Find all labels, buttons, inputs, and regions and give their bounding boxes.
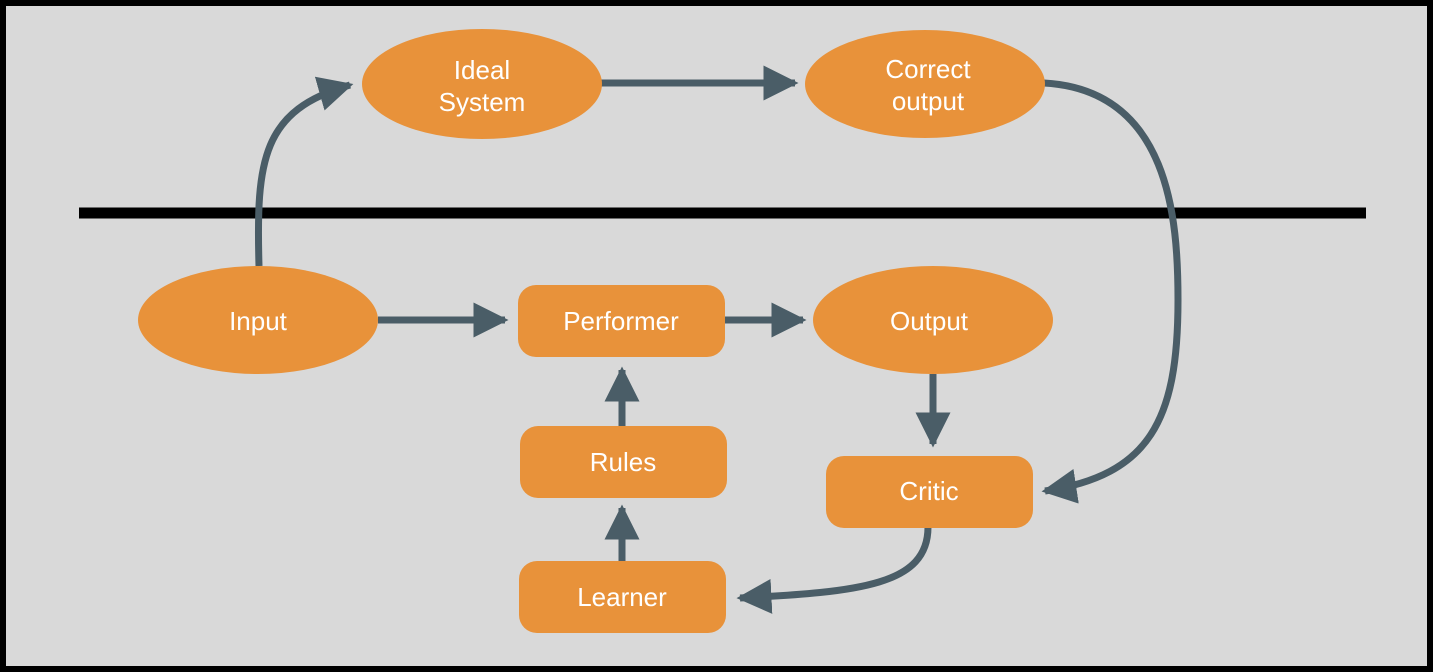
node-rules: Rules — [520, 426, 727, 498]
node-input-label: Input — [229, 306, 288, 336]
node-output: Output — [813, 266, 1053, 374]
node-learner: Learner — [519, 561, 726, 633]
node-critic: Critic — [826, 456, 1033, 528]
node-input: Input — [138, 266, 378, 374]
node-output-label: Output — [890, 306, 969, 336]
edge-critic-to-learner — [736, 526, 932, 614]
node-performer: Performer — [518, 285, 725, 357]
node-ideal-system: Ideal System — [362, 29, 602, 139]
node-correct-output: Correct output — [805, 30, 1045, 138]
node-ideal-system-label-line1: Ideal — [454, 55, 510, 85]
node-rules-label: Rules — [590, 447, 656, 477]
node-ideal-system-label-line2: System — [439, 87, 526, 117]
edge-input-to-ideal-system — [254, 76, 354, 267]
node-learner-label: Learner — [577, 582, 667, 612]
node-correct-output-label-line1: Correct — [885, 54, 971, 84]
edge-correct-output-to-critic — [1041, 79, 1182, 504]
node-critic-label: Critic — [899, 476, 958, 506]
node-correct-output-label-line2: output — [892, 86, 965, 116]
node-performer-label: Performer — [563, 306, 679, 336]
